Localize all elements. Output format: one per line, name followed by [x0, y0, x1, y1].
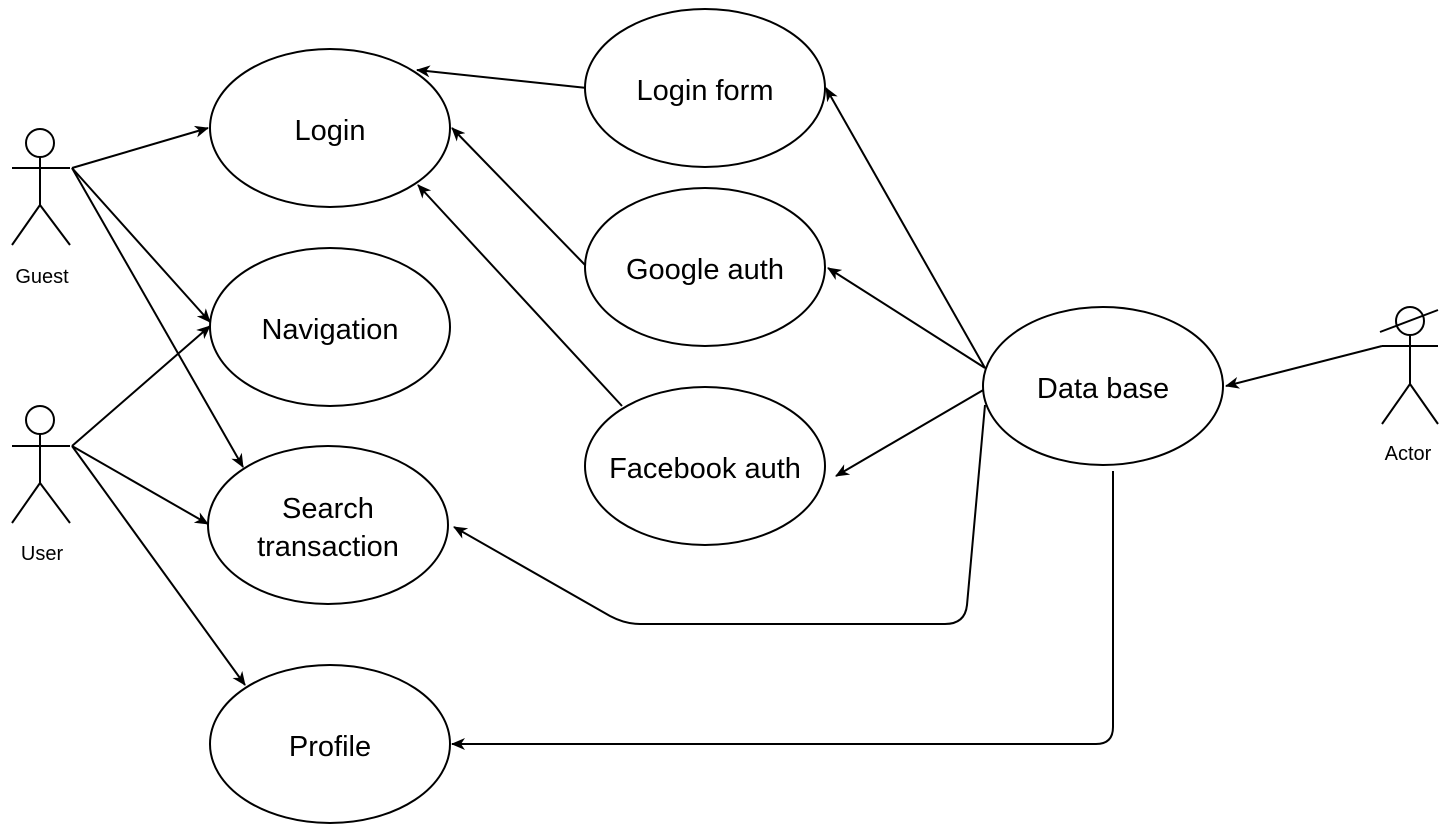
- arrow-facebook-auth-to-login: [417, 184, 623, 407]
- arrow-database-to-login-form: [825, 87, 986, 369]
- arrow-user-to-navigation: [71, 325, 211, 447]
- use-case-google-auth[interactable]: Google auth: [584, 187, 826, 347]
- arrow-actor-to-database: [1225, 345, 1383, 389]
- arrow-google-auth-to-login: [451, 127, 588, 268]
- use-cases: Login Navigation Search transaction Prof…: [207, 8, 1224, 824]
- actors: Guest User Actor: [11, 128, 1439, 565]
- use-case-label: Navigation: [261, 314, 398, 346]
- arrow-database-to-search: [453, 404, 986, 625]
- stick-figure-icon: [11, 128, 71, 246]
- connectors: [71, 65, 1383, 750]
- actor-label: Actor: [1385, 443, 1432, 465]
- arrow-login-form-to-login: [416, 65, 588, 89]
- stick-figure-icon: [11, 405, 71, 524]
- arrow-database-to-facebook-auth: [835, 388, 986, 477]
- arrow-guest-to-login: [71, 125, 209, 169]
- use-case-label: Search: [282, 493, 374, 525]
- actor-user[interactable]: User: [11, 405, 71, 565]
- actor-actor[interactable]: Actor: [1379, 306, 1439, 465]
- use-case-label: Profile: [289, 731, 371, 763]
- use-case-login-form[interactable]: Login form: [584, 8, 826, 168]
- stick-figure-icon: [1379, 306, 1439, 425]
- actor-label: Guest: [15, 266, 69, 288]
- use-case-label: Facebook auth: [609, 453, 801, 485]
- arrow-database-to-google-auth: [827, 267, 986, 369]
- use-case-login[interactable]: Login: [209, 48, 451, 208]
- use-case-label: Login: [295, 115, 366, 147]
- actor-label: User: [21, 543, 64, 565]
- use-case-search-transaction[interactable]: Search transaction: [207, 445, 449, 605]
- use-case-data-base[interactable]: Data base: [982, 306, 1224, 466]
- arrow-database-to-profile: [451, 471, 1114, 750]
- use-case-label: transaction: [257, 531, 399, 563]
- use-case-facebook-auth[interactable]: Facebook auth: [584, 386, 826, 546]
- arrow-guest-to-search: [71, 167, 244, 468]
- use-case-label: Login form: [636, 75, 773, 107]
- arrow-guest-to-navigation: [71, 167, 211, 323]
- arrow-user-to-profile: [71, 445, 246, 686]
- actor-guest[interactable]: Guest: [11, 128, 71, 288]
- use-case-label: Data base: [1037, 373, 1169, 405]
- use-case-navigation[interactable]: Navigation: [209, 247, 451, 407]
- arrow-user-to-search: [71, 445, 209, 525]
- use-case-profile[interactable]: Profile: [209, 664, 451, 824]
- use-case-label: Google auth: [626, 254, 784, 286]
